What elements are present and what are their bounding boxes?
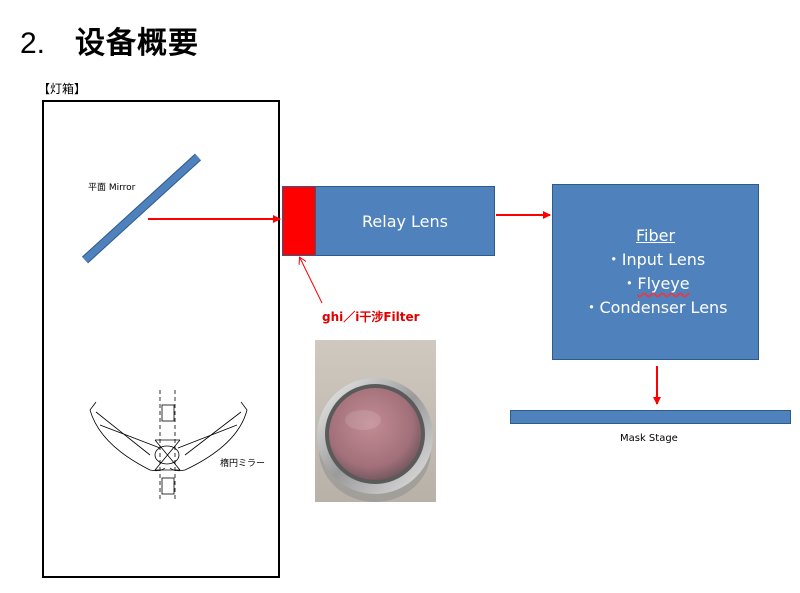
fiber-item-flyeye: ・Flyeye [621,272,689,296]
filter-photo-image [315,340,436,502]
lamp-box [42,100,280,578]
slide-number: 2. [20,27,46,60]
mask-stage-bar [510,410,791,424]
fiber-title: Fiber [635,226,676,245]
filter-photo [315,340,436,502]
fiber-item-flyeye-bullet: ・ [621,274,638,293]
slide-heading: 设备概要 [75,26,200,61]
plane-mirror-label: 平面 Mirror [88,183,136,193]
fiber-item-condenser-lens: ・Condenser Lens [583,298,728,317]
slide-title: 2. 设备概要 [20,18,199,62]
ellipse-mirror-label: 楕円ミラー [220,457,265,469]
fiber-item-input-lens: ・Input Lens [605,250,706,269]
ellipse-mirror-drawing [89,390,248,500]
lamp-box-label: 【灯箱】 [38,82,87,96]
plane-mirror [81,153,202,264]
relay-lens-box: Relay Lens [315,186,495,256]
mask-stage-label: Mask Stage [620,433,678,444]
filter-label: ghi／i干涉Filter [322,310,420,324]
fiber-box: Fiber ・Input Lens ・Flyeye ・Condenser Len… [552,184,759,360]
filter-callout-line [300,258,323,304]
fiber-item-flyeye-text: Flyeye [637,274,690,293]
relay-lens-label: Relay Lens [362,211,448,231]
